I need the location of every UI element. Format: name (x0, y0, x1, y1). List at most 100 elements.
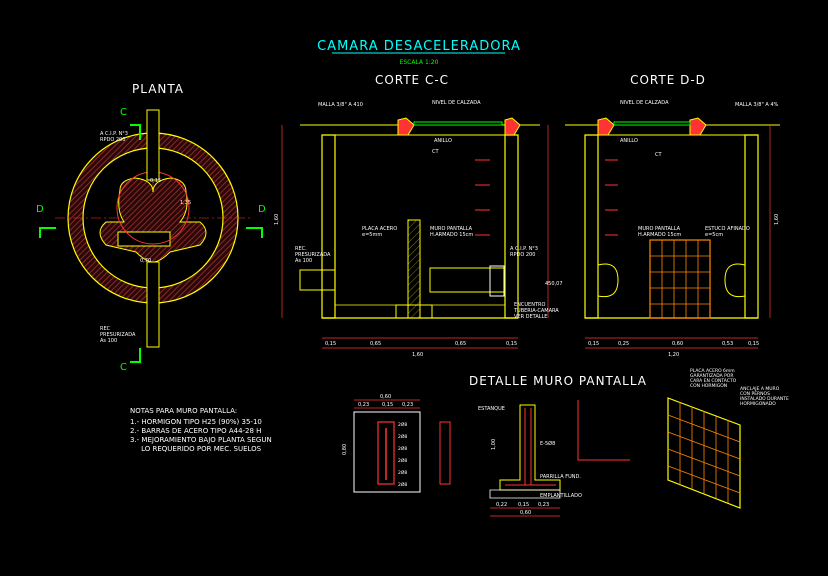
planta-outlet-pipe (146, 261, 160, 348)
corte-dd-malla-label: MALLA 3/8" A 4% (735, 102, 779, 108)
corte-cc-view: CORTE C-C 1,60 MALLA 3/ (274, 73, 563, 358)
corte-dd-dim: 0,60 (672, 341, 683, 347)
corte-dd-title: CORTE D-D (630, 73, 706, 87)
corte-dd-dim: 0,15 (748, 341, 759, 347)
corte-dd-dim: 0,15 (588, 341, 599, 347)
planta-pipe-in-line2: RPDO 200 (100, 137, 125, 143)
detalle-elevation (353, 411, 421, 493)
corte-dd-dim: 0,25 (618, 341, 629, 347)
detalle-placa-line1: PLACA ACERO 6mm (690, 368, 735, 374)
corte-cc-encuentro-label: ENCUENTRO TUBERIA-CAMARA VER DETALLE (513, 302, 560, 320)
corte-cc-nivel-label: NIVEL DE CALZADA (432, 100, 481, 106)
section-marker-d-right: D (246, 204, 266, 238)
corte-dd-ct-label: CT (655, 152, 662, 158)
svg-text:C: C (120, 362, 127, 373)
planta-pipe-in-label: A C.I.P. N°3 RPDO 200 (100, 131, 130, 143)
corte-dd-nivel-label: NIVEL DE CALZADA (620, 100, 669, 106)
corte-dd-dim-total: 1,20 (668, 352, 679, 358)
detalle-bar-label: 2Ø8 (398, 469, 407, 476)
planta-pipe-in-line1: A C.I.P. N°3 (100, 131, 128, 137)
corte-cc-acip-line2: RPDO 200 (510, 252, 535, 258)
corte-dd-estuco-line1: ESTUCO AFINADO (705, 226, 750, 232)
detalle-thin-section (439, 421, 451, 485)
corte-dd-muro-label: MURO PANTALLA H.ARMADO 15cm (638, 226, 682, 238)
detalle-bar-label: 2Ø8 (398, 433, 407, 440)
corte-cc-dim: 0,15 (325, 341, 336, 347)
detalle-view: DETALLE MURO PANTALLA 0,60 0,23 0,15 0,2… (342, 368, 790, 517)
corte-dd-frame-right (689, 117, 707, 136)
corte-cc-frame-left (397, 117, 415, 136)
detalle-parrilla-label: PARRILLA FUND. (540, 474, 581, 480)
svg-text:C: C (120, 107, 127, 118)
corte-dd-view: CORTE D-D N (565, 73, 780, 358)
corte-cc-placa-line2: e=5mm (362, 232, 382, 238)
planta-dim-label: 0,70 (140, 258, 151, 264)
detalle-anclaje-line2: CON PERNOS (740, 391, 770, 397)
planta-pipe-out-line2: PRESURIZADA (100, 332, 136, 338)
detalle-placa-line2: GARANTIZADA POR (690, 373, 733, 379)
detalle-bar-label: 2Ø8 (398, 481, 407, 488)
corte-cc-acip-line1: A C.I.P. N°3 (510, 246, 538, 252)
corte-dd-lid (613, 121, 691, 126)
corte-cc-right-wall (504, 134, 519, 319)
corte-cc-dim: 0,65 (455, 341, 466, 347)
planta-title: PLANTA (132, 82, 184, 96)
detalle-anclaje-line4: HORMIGONADO (740, 401, 776, 407)
corte-cc-encuentro-line3: VER DETALLE (514, 314, 547, 320)
planta-view: PLANTA C C D D A C.I. (36, 82, 266, 373)
corte-cc-acip-label: A C.I.P. N°3 RPDO 200 (510, 246, 540, 258)
corte-dd-dim: 0,53 (722, 341, 733, 347)
detalle-base (489, 489, 561, 499)
notes-block: NOTAS PARA MURO PANTALLA: 1.- HORMIGON T… (130, 407, 272, 453)
detalle-side-dim: 0,80 (342, 444, 348, 455)
corte-dd-ladder (605, 159, 618, 236)
corte-cc-ladder (475, 159, 490, 236)
corte-dd-muro-line1: MURO PANTALLA (638, 226, 681, 232)
corte-cc-placa-label: PLACA ACERO e=5mm (362, 226, 399, 238)
detalle-e-label: E-5Ø8 (540, 440, 555, 447)
corte-dd-pipe-right (724, 263, 746, 298)
detalle-placa-label: PLACA ACERO 6mm GARANTIZADA POR CARA EN … (690, 368, 738, 389)
corte-cc-frame-right (504, 117, 521, 136)
detalle-title: DETALLE MURO PANTALLA (469, 374, 647, 388)
notes-item: LO REQUERIDO POR MEC. SUELOS (130, 445, 262, 453)
corte-dd-rebar-grid (650, 240, 710, 318)
section-marker-c-bottom: C (120, 348, 141, 373)
detalle-bar-label: 2Ø8 (398, 445, 407, 452)
corte-dd-baffle-grid (649, 239, 711, 319)
detalle-dim-bottom-label: 0,22 (496, 502, 507, 508)
detalle-dim-bottom-label: 0,15 (518, 502, 529, 508)
corte-cc-rec-line1: REC. (295, 246, 307, 252)
corte-cc-pipe-flange (489, 265, 505, 297)
corte-cc-dim: 0,65 (370, 341, 381, 347)
detalle-dim-top-label: 0,60 (380, 394, 391, 400)
corte-cc-anillo-label: ANILLO (434, 138, 452, 144)
corte-cc-baffle-wall (407, 219, 421, 319)
section-marker-d-left: D (36, 204, 56, 238)
corte-cc-malla-label: MALLA 3/8" A 410 (318, 102, 363, 108)
drawing-title: CAMARA DESACELERADORA (317, 39, 521, 54)
detalle-dim-top-label: 0,15 (382, 402, 393, 408)
detalle-anclaje-line3: INSTALADO DURANTE (740, 396, 789, 402)
corte-cc-rec-line3: As 100 (295, 258, 312, 264)
corte-cc-lid (413, 121, 503, 126)
corte-dd-depth-label: 1,60 (774, 214, 780, 225)
notes-item: 3.- MEJORAMIENTO BAJO PLANTA SEGUN (130, 436, 272, 444)
notes-heading: NOTAS PARA MURO PANTALLA: (130, 407, 237, 415)
corte-dd-estuco-label: ESTUCO AFINADO e=5cm (705, 226, 751, 238)
corte-cc-inlet-pipe (299, 269, 336, 291)
corte-cc-valor-label: 450,07 (545, 281, 563, 287)
detalle-section-rebar (505, 408, 556, 486)
detalle-anclaje-label: ANCLAJE A MURO CON PERNOS INSTALADO DURA… (740, 386, 790, 407)
planta-pipe-out-line3: As 100 (100, 338, 117, 344)
corte-cc-baffle-base (395, 304, 433, 319)
corte-cc-muro-label: MURO PANTALLA H.ARMADO 15cm (430, 226, 474, 238)
detalle-iso-rebar (667, 402, 741, 503)
corte-dd-left-wall (584, 134, 599, 319)
detalle-placa-line3: CARA EN CONTACTO (690, 378, 737, 384)
corte-cc-encuentro-line1: ENCUENTRO (514, 302, 545, 308)
planta-baffle-slot (117, 231, 171, 247)
notes-item: 1.- HORMIGON TIPO H25 (90%) 35-10 (130, 418, 262, 426)
corte-dd-frame-left (597, 117, 615, 136)
detalle-height-label: 1,00 (491, 439, 497, 450)
